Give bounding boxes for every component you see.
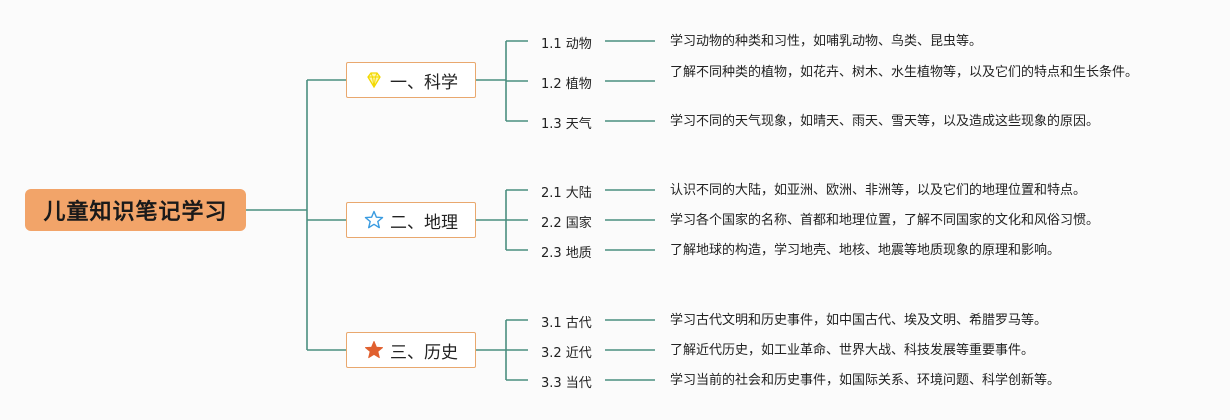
root-label: 儿童知识笔记学习 — [43, 200, 228, 225]
diamond-icon — [364, 70, 384, 90]
subtopic-contemporary[interactable]: 3.3 当代 — [541, 376, 592, 391]
branch-label: 二、地理 — [390, 212, 458, 233]
star-filled-icon — [364, 340, 384, 360]
subtopic-continents[interactable]: 2.1 大陆 — [541, 186, 592, 201]
branch-history[interactable]: 三、历史 — [346, 332, 476, 368]
description-weather: 学习不同的天气现象，如晴天、雨天、雪天等，以及造成这些现象的原因。 — [670, 114, 1100, 129]
subtopic-modern[interactable]: 3.2 近代 — [541, 346, 592, 361]
branch-label: 三、历史 — [390, 342, 458, 363]
subtopic-ancient[interactable]: 3.1 古代 — [541, 316, 592, 331]
subtopic-plants[interactable]: 1.2 植物 — [541, 77, 592, 92]
branch-science[interactable]: 一、科学 — [346, 62, 476, 98]
subtopic-geology[interactable]: 2.3 地质 — [541, 246, 592, 261]
subtopic-countries[interactable]: 2.2 国家 — [541, 216, 592, 231]
subtopic-weather[interactable]: 1.3 天气 — [541, 117, 592, 132]
description-geology: 了解地球的构造，学习地壳、地核、地震等地质现象的原理和影响。 — [670, 243, 1061, 258]
branch-geography[interactable]: 二、地理 — [346, 202, 476, 238]
description-ancient: 学习古代文明和历史事件，如中国古代、埃及文明、希腊罗马等。 — [670, 313, 1048, 328]
description-countries: 学习各个国家的名称、首都和地理位置，了解不同国家的文化和风俗习惯。 — [670, 213, 1100, 228]
root-node[interactable]: 儿童知识笔记学习 — [25, 189, 246, 231]
description-plants: 了解不同种类的植物，如花卉、树木、水生植物等，以及它们的特点和生长条件。 — [670, 65, 1139, 80]
description-animals: 学习动物的种类和习性，如哺乳动物、鸟类、昆虫等。 — [670, 34, 983, 49]
description-continents: 认识不同的大陆，如亚洲、欧洲、非洲等，以及它们的地理位置和特点。 — [670, 183, 1087, 198]
description-modern: 了解近代历史，如工业革命、世界大战、科技发展等重要事件。 — [670, 343, 1035, 358]
subtopic-animals[interactable]: 1.1 动物 — [541, 37, 592, 52]
branch-label: 一、科学 — [390, 72, 458, 93]
description-contemporary: 学习当前的社会和历史事件，如国际关系、环境问题、科学创新等。 — [670, 373, 1061, 388]
star-outline-icon — [364, 210, 384, 230]
